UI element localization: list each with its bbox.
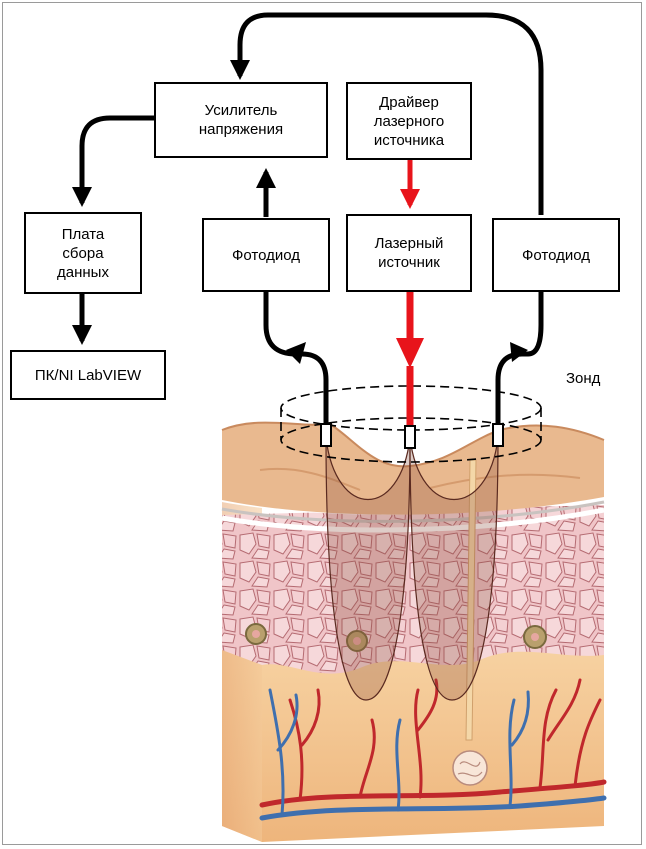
voltage-amplifier-block: Усилитель напряжения	[154, 82, 328, 158]
optode-left	[321, 424, 331, 446]
wire-amplifier-to-daq	[82, 118, 154, 203]
daq-board-block: Плата сбора данных	[24, 212, 142, 294]
laser-driver-block: Драйвер лазерного источника	[346, 82, 472, 160]
optode-right	[493, 424, 503, 446]
pc-labview-block: ПК/NI LabVIEW	[10, 350, 166, 400]
fiber-probe-to-right-pd	[498, 292, 541, 425]
laser-source-block: Лазерный источник	[346, 214, 472, 292]
photodiode-left-block: Фотодиод	[202, 218, 330, 292]
photodiode-right-block: Фотодиод	[492, 218, 620, 292]
probe-label: Зонд	[566, 370, 600, 387]
optode-center	[405, 426, 415, 448]
